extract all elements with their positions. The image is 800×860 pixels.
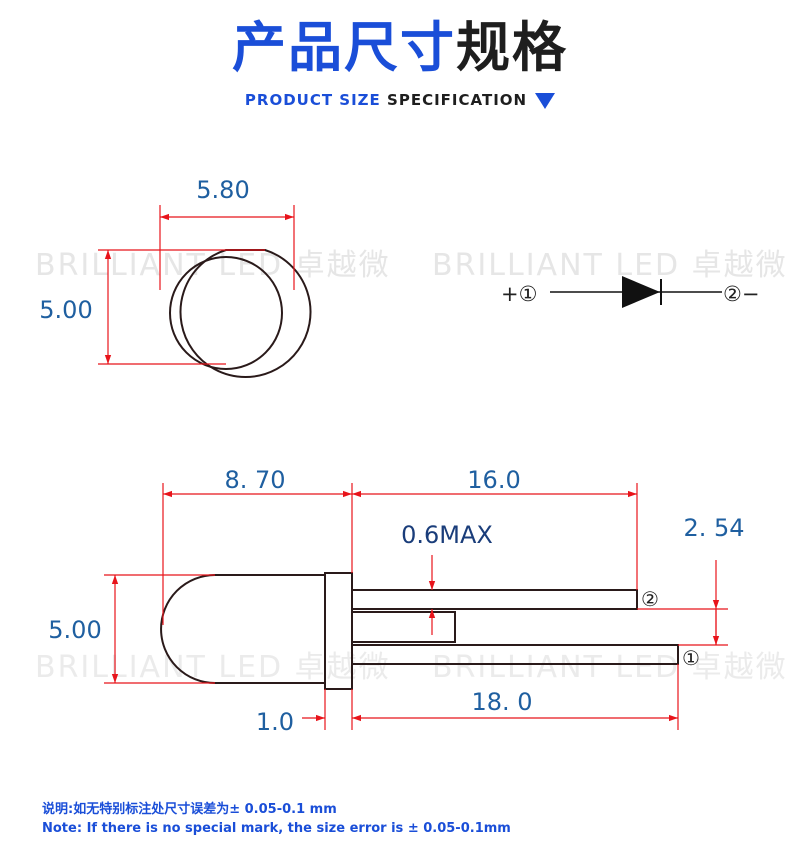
diode-triangle-icon	[622, 276, 660, 308]
subtitle-blue-part: PRODUCT SIZE	[244, 91, 381, 109]
watermark-1: BRILLIANT LED 卓越微	[35, 248, 391, 283]
dim-lead-thickness: 0.6MAX	[401, 521, 493, 549]
dim-top-height: 5.00	[39, 296, 92, 324]
led-dome-outline	[160, 574, 325, 684]
diode-anode-label: +①	[501, 282, 537, 306]
dim-pitch: 2. 54	[683, 514, 744, 542]
dim-side-height: 5.00	[48, 616, 101, 644]
dim-flange: 1.0	[256, 708, 294, 736]
subtitle-dark-part: SPECIFICATION	[387, 91, 528, 109]
pin-1-label: ①	[682, 646, 700, 670]
title-dark-part: 规格	[456, 16, 568, 79]
led-top-view	[169, 249, 312, 378]
led-side-view	[160, 572, 679, 690]
lead-short-outline	[352, 589, 638, 610]
page-subtitle: PRODUCT SIZE SPECIFICATION	[0, 91, 800, 109]
led-flange-outline	[179, 249, 312, 378]
watermark-2: BRILLIANT LED 卓越微	[432, 248, 788, 283]
dim-top-width: 5.80	[196, 176, 249, 204]
led-lens-outline	[169, 256, 283, 370]
dim-body-length: 8. 70	[224, 466, 285, 494]
lead-bridge-outline	[352, 611, 456, 643]
watermark-3: BRILLIANT LED 卓越微	[35, 650, 391, 685]
led-flange-side	[324, 572, 353, 690]
title-blue-part: 产品尺寸	[232, 16, 456, 79]
lead-long-outline	[352, 644, 679, 665]
note-chinese: 说明:如无特别标注处尺寸误差为± 0.05-0.1 mm	[42, 802, 337, 817]
diode-symbol	[550, 276, 722, 308]
dim-long-lead: 18. 0	[471, 688, 532, 716]
watermark-4: BRILLIANT LED 卓越微	[432, 650, 788, 685]
triangle-down-icon	[535, 92, 556, 109]
dim-short-lead: 16.0	[467, 466, 520, 494]
pin-2-label: ②	[641, 587, 659, 611]
note-english: Note: If there is no special mark, the s…	[42, 821, 511, 836]
page-title: 产品尺寸规格	[0, 8, 800, 88]
diode-cathode-label: ②−	[723, 282, 759, 306]
